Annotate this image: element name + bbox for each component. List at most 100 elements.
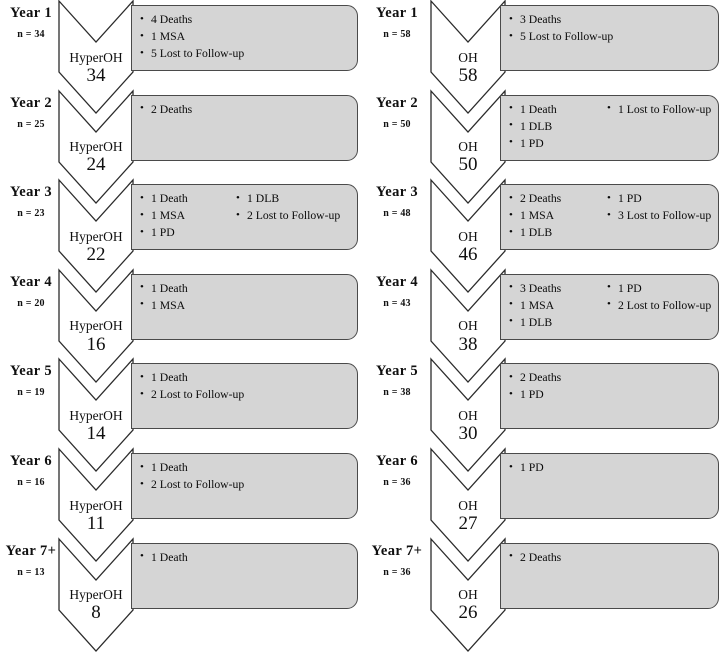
event-item: 1 PD	[509, 134, 607, 152]
events-box: 4 Deaths1 MSA5 Lost to Follow-up	[131, 5, 358, 71]
year-title: Year 2	[376, 94, 418, 111]
event-item: 2 Lost to Follow-up	[607, 296, 714, 314]
year-row: Year 4n = 20HyperOH161 Death1 MSA	[0, 268, 360, 383]
year-label-block: Year 5 n = 19	[0, 358, 62, 448]
events-list: 2 Deaths	[509, 548, 714, 604]
year-title: Year 2	[10, 94, 52, 111]
year-title: Year 5	[376, 363, 418, 380]
event-item: 1 Death	[140, 369, 236, 386]
year-sample-size: n = 23	[17, 208, 45, 220]
year-sample-size: n = 13	[17, 566, 45, 578]
year-title: Year 4	[376, 273, 418, 290]
events-column: 1 DLB2 Lost to Follow-up	[236, 190, 353, 224]
events-column: 1 Death1 MSA1 PD	[140, 190, 236, 241]
year-sample-size: n = 16	[17, 476, 45, 488]
events-column: 3 Deaths1 MSA1 DLB	[509, 279, 607, 331]
event-item: 1 PD	[140, 224, 236, 241]
event-item: 1 MSA	[509, 207, 607, 224]
year-label-block: Year 1 n = 34	[0, 0, 62, 90]
event-item: 1 Death	[140, 548, 236, 566]
event-item: 1 PD	[509, 386, 607, 403]
event-item: 1 Lost to Follow-up	[607, 100, 714, 118]
year-title: Year 6	[10, 453, 52, 469]
events-box: 1 Death	[131, 542, 358, 609]
year-label-block: Year 2 n = 25	[0, 90, 62, 180]
event-item: 1 Death	[140, 458, 236, 476]
event-item: 3 Deaths	[509, 279, 607, 297]
flowchart-figure: Year 1n = 34HyperOH344 Deaths1 MSA5 Lost…	[0, 0, 720, 643]
events-column: 2 Deaths1 PD	[509, 369, 607, 403]
year-row: Year 5n = 19HyperOH141 Death2 Lost to Fo…	[0, 357, 360, 473]
event-item: 1 DLB	[236, 190, 353, 207]
events-column: 3 Deaths5 Lost to Follow-up	[509, 10, 613, 45]
events-box: 3 Deaths5 Lost to Follow-up	[500, 5, 719, 71]
year-title: Year 4	[10, 273, 52, 290]
year-title: Year 5	[10, 363, 52, 380]
event-item: 1 DLB	[509, 224, 607, 241]
events-box: 2 Deaths	[500, 542, 719, 609]
year-sample-size: n = 19	[17, 387, 45, 399]
events-list: 1 Death2 Lost to Follow-up	[140, 369, 353, 424]
events-column: 1 Death1 MSA	[140, 279, 236, 314]
year-row: Year 2n = 50OH501 Death1 DLB1 PD1 Lost t…	[360, 88, 720, 204]
events-column: 2 Deaths	[140, 100, 236, 118]
year-title: Year 3	[10, 184, 52, 201]
events-box: 1 PD	[500, 453, 719, 519]
year-sample-size: n = 50	[383, 118, 411, 130]
events-box: 1 Death1 MSA	[131, 273, 358, 340]
events-list: 3 Deaths1 MSA1 DLB1 PD2 Lost to Follow-u…	[509, 279, 714, 335]
event-item: 1 PD	[607, 279, 714, 297]
year-label-block: Year 2 n = 50	[360, 90, 434, 180]
year-title: Year 1	[376, 5, 418, 21]
year-title: Year 6	[376, 453, 418, 469]
year-sample-size: n = 48	[383, 208, 411, 220]
year-label-block: Year 3 n = 23	[0, 179, 62, 269]
events-box: 1 Death1 MSA1 PD1 DLB2 Lost to Follow-up	[131, 184, 358, 251]
events-box: 2 Deaths1 PD	[500, 363, 719, 430]
event-item: 3 Lost to Follow-up	[607, 207, 714, 224]
event-item: 1 MSA	[140, 296, 236, 314]
year-label-block: Year 5 n = 38	[360, 358, 434, 448]
year-title: Year 1	[10, 5, 52, 21]
year-row: Year 6n = 36OH271 PD	[360, 447, 720, 562]
year-label-block: Year 7+n = 36	[360, 538, 434, 628]
event-item: 1 MSA	[140, 28, 236, 45]
events-column: 2 Deaths	[509, 548, 607, 566]
events-list: 1 Death1 MSA1 PD1 DLB2 Lost to Follow-up	[140, 190, 353, 245]
event-item: 3 Deaths	[509, 10, 607, 28]
events-column: 1 PD	[509, 458, 607, 476]
year-row: Year 7+n = 36OH262 Deaths	[360, 536, 720, 652]
year-row: Year 2n = 25HyperOH242 Deaths	[0, 88, 360, 204]
events-column: 1 Death1 DLB1 PD	[509, 100, 607, 152]
events-column: 1 Death2 Lost to Follow-up	[140, 458, 244, 493]
event-item: 5 Lost to Follow-up	[140, 45, 244, 62]
events-column: 1 PD3 Lost to Follow-up	[607, 190, 714, 224]
events-column: 1 Death	[140, 548, 236, 566]
year-sample-size: n = 38	[383, 387, 411, 399]
year-row: Year 6n = 16HyperOH111 Death2 Lost to Fo…	[0, 447, 360, 562]
year-row: Year 1n = 34HyperOH344 Deaths1 MSA5 Lost…	[0, 0, 360, 114]
events-list: 1 Death1 MSA	[140, 279, 353, 335]
event-item: 1 PD	[607, 190, 714, 207]
events-column: 4 Deaths1 MSA5 Lost to Follow-up	[140, 10, 244, 62]
column-oh: Year 1n = 58OH583 Deaths5 Lost to Follow…	[360, 0, 720, 652]
event-item: 1 Death	[140, 279, 236, 297]
events-list: 4 Deaths1 MSA5 Lost to Follow-up	[140, 10, 353, 66]
event-item: 1 DLB	[509, 117, 607, 135]
year-row: Year 1n = 58OH583 Deaths5 Lost to Follow…	[360, 0, 720, 114]
year-row: Year 5n = 38OH302 Deaths1 PD	[360, 357, 720, 473]
event-item: 4 Deaths	[140, 10, 236, 28]
events-box: 1 Death1 DLB1 PD1 Lost to Follow-up	[500, 94, 719, 161]
events-column: 1 Lost to Follow-up	[607, 100, 714, 118]
year-sample-size: n = 34	[17, 28, 45, 40]
events-box: 2 Deaths	[131, 94, 358, 161]
events-list: 1 Death2 Lost to Follow-up	[140, 458, 353, 514]
event-item: 1 DLB	[509, 313, 607, 331]
events-box: 3 Deaths1 MSA1 DLB1 PD2 Lost to Follow-u…	[500, 273, 719, 340]
event-item: 2 Deaths	[509, 369, 607, 386]
year-sample-size: n = 25	[17, 118, 45, 130]
